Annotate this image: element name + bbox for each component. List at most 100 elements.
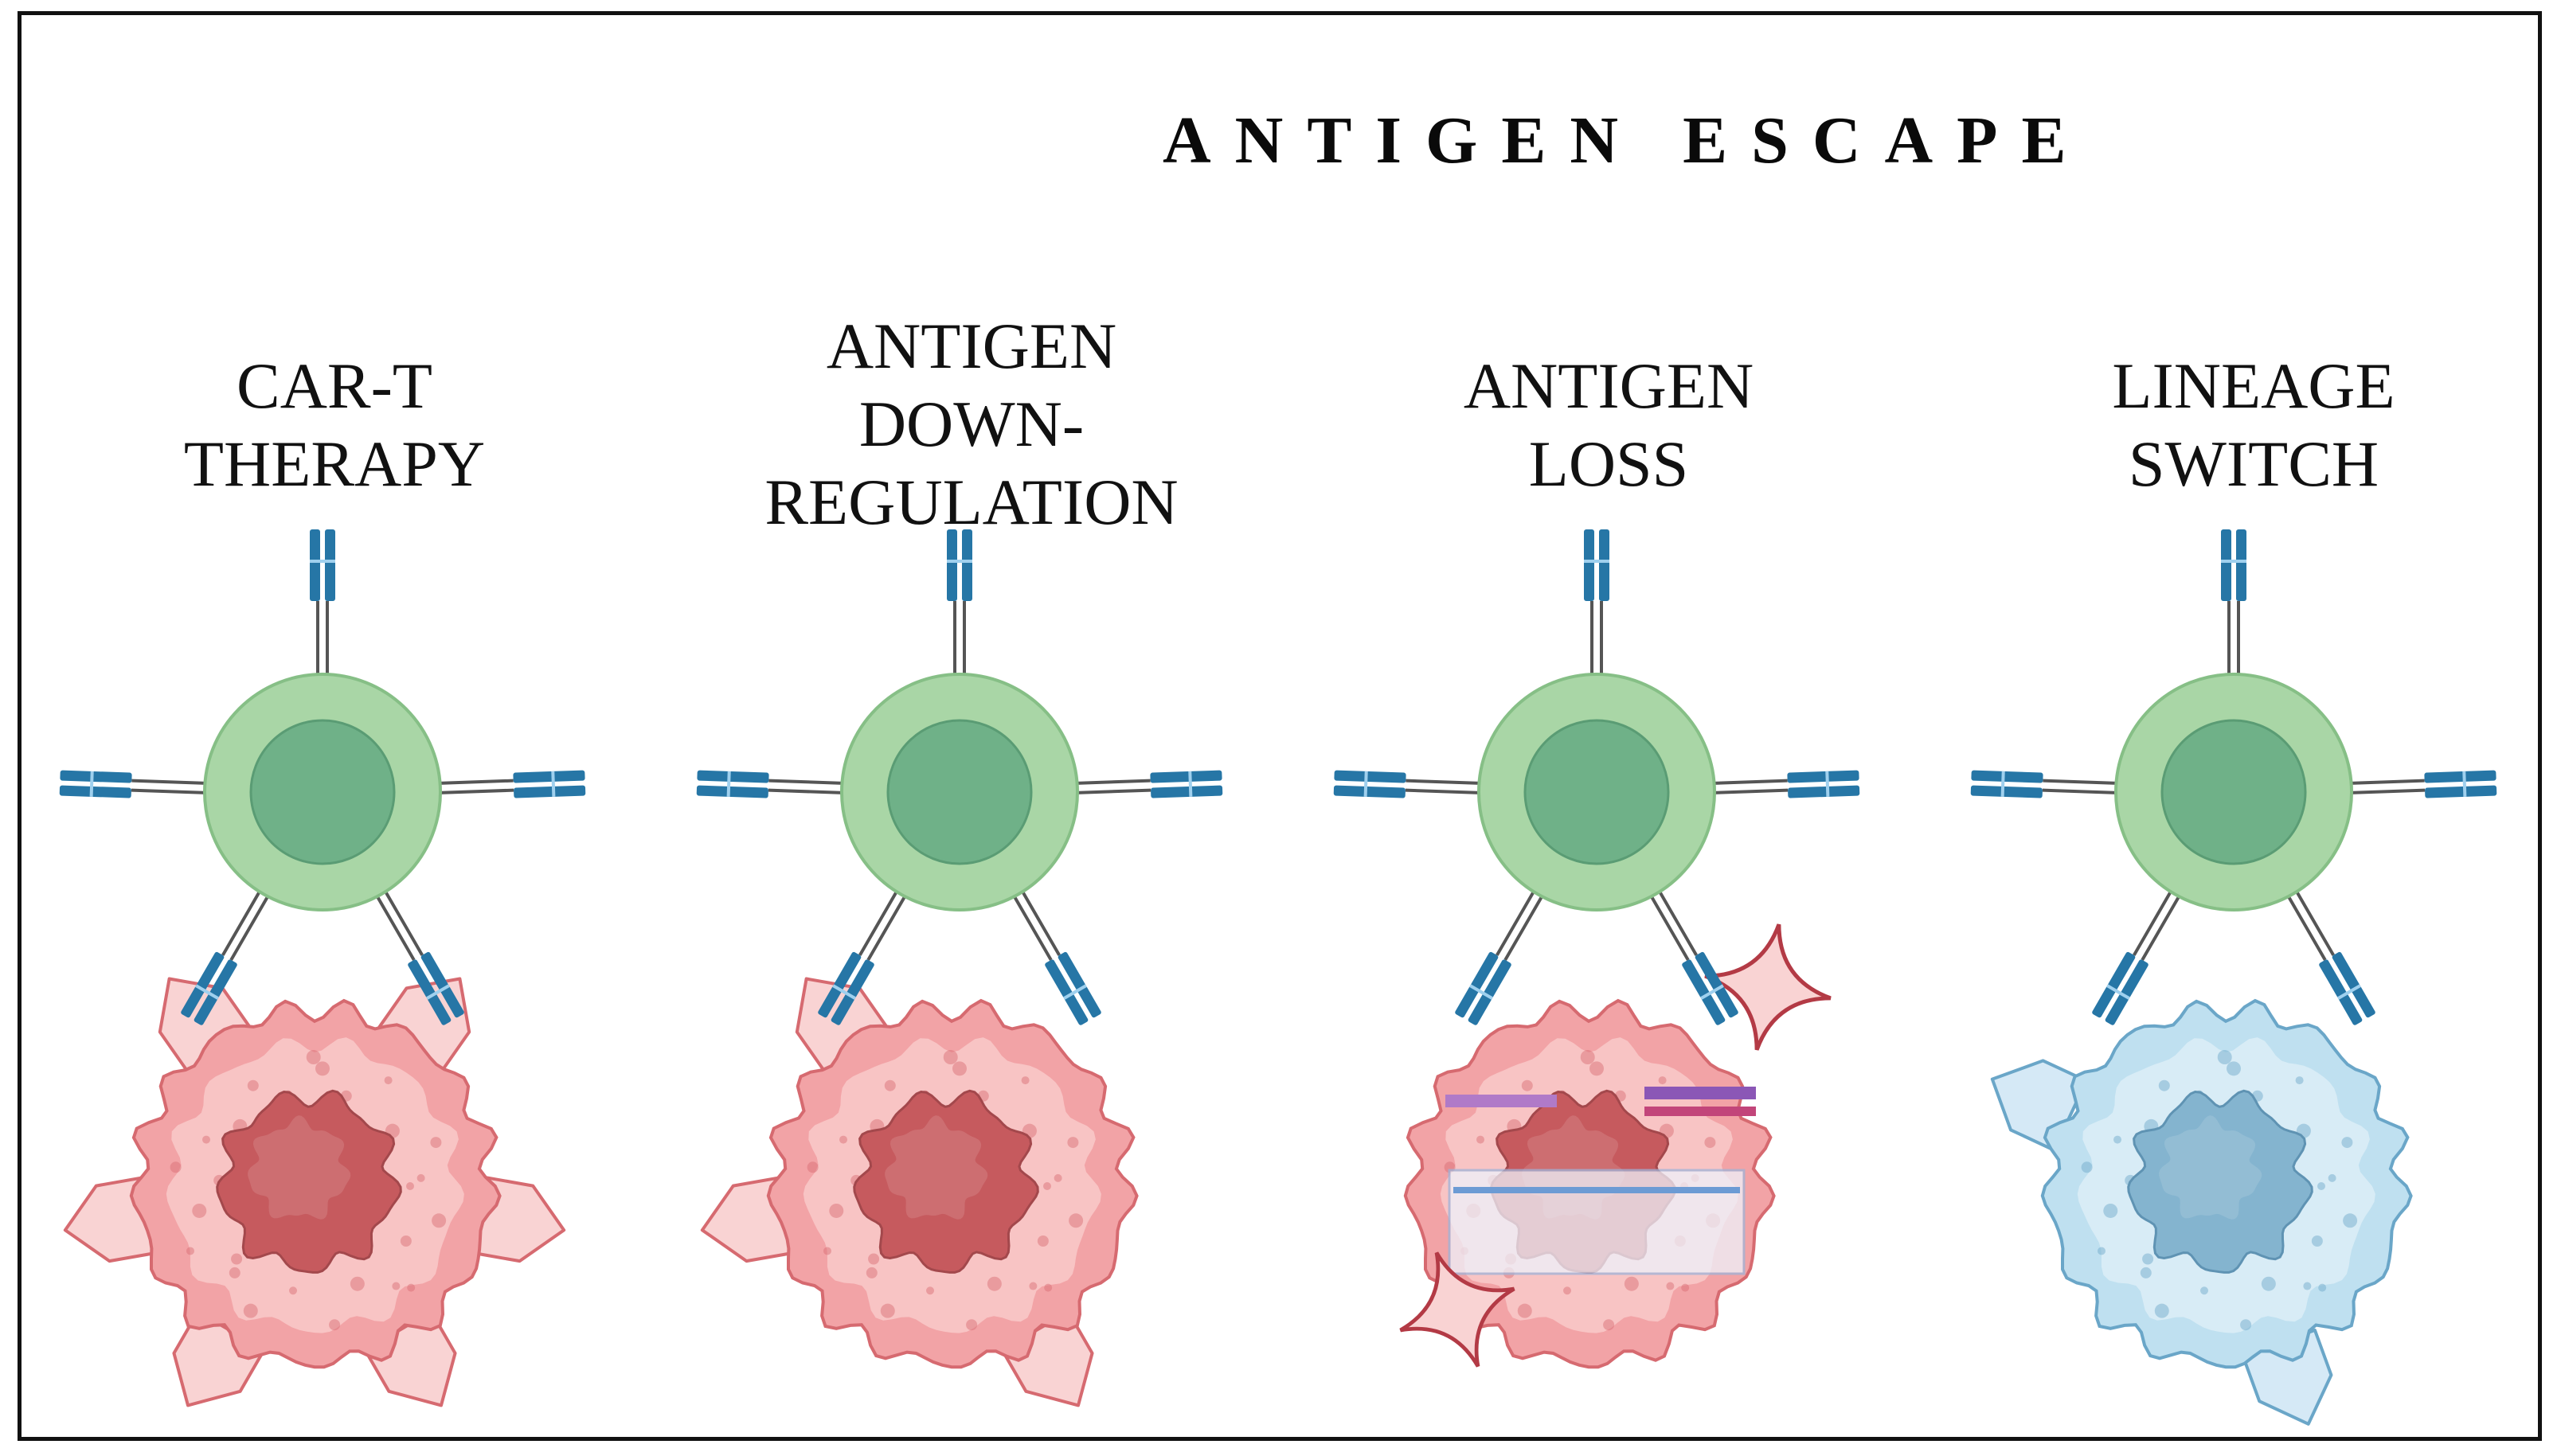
car-receptor <box>947 529 972 681</box>
t-cell-nucleus <box>249 719 396 865</box>
car-receptor <box>373 885 464 1025</box>
receptor-head <box>181 951 225 1018</box>
tumor-granule <box>202 1135 211 1144</box>
panel-title-line: REGULATION <box>764 466 1179 538</box>
tumor-granule <box>2154 1303 2169 1318</box>
receptor-band <box>1363 771 1368 797</box>
panel-title-line: LINEAGE <box>2112 349 2395 422</box>
tumor-nucleus <box>216 1089 402 1274</box>
lost-antigen-star <box>1399 1251 1515 1368</box>
receptor-band <box>1188 771 1193 797</box>
car-receptor <box>1584 529 1609 681</box>
receptor-stalk <box>381 885 424 956</box>
tumor-granule <box>1704 1137 1716 1149</box>
receptor-head <box>194 959 237 1025</box>
car-receptor <box>1707 770 1860 798</box>
receptor-head <box>2092 951 2136 1018</box>
panel-title-antigen-loss: ANTIGEN LOSS <box>1370 347 1847 503</box>
receptor-band <box>1825 771 1830 797</box>
receptor-head <box>1333 785 1406 798</box>
receptor-head <box>1334 770 1406 783</box>
tumor-granule <box>192 1203 207 1218</box>
receptor-band <box>195 984 219 1000</box>
receptor-head <box>1787 770 1859 783</box>
tumor-granule <box>2261 1276 2276 1291</box>
tumor-granule <box>1624 1276 1639 1291</box>
receptor-head <box>2236 529 2246 601</box>
receptor-head <box>2332 951 2375 1018</box>
tumor-granule <box>880 1303 895 1318</box>
receptor-band <box>2337 984 2361 1000</box>
tumor-granule <box>384 1076 393 1085</box>
car-receptor <box>181 885 272 1025</box>
receptor-head <box>818 951 862 1018</box>
receptor-stalk <box>1496 885 1539 956</box>
tumor-granule <box>416 1173 425 1182</box>
receptor-head <box>1970 785 2043 798</box>
tumor-granule <box>170 1161 182 1173</box>
gene-track <box>1445 1095 1557 1107</box>
tumor-granule <box>1603 1319 1615 1331</box>
nucleus-highlight <box>885 1115 988 1220</box>
receptor-head <box>1695 951 1738 1018</box>
panel-antigen-down-regulation <box>696 529 1223 1407</box>
tumor-granule <box>1021 1076 1030 1085</box>
receptor-head <box>2105 959 2149 1025</box>
tumor-granule <box>289 1286 298 1295</box>
tumor-granule <box>966 1319 978 1331</box>
t-cell-nucleus <box>886 719 1033 865</box>
tumor-granule <box>432 1213 447 1228</box>
car-receptor <box>1970 770 2123 798</box>
tumor-granule <box>987 1276 1002 1291</box>
receptor-stalk <box>131 779 212 786</box>
tumor-granule <box>2226 1061 2241 1076</box>
tumor-granule <box>1044 1283 1053 1292</box>
car-receptor <box>1455 885 1546 1025</box>
receptor-head <box>325 529 335 601</box>
receptor-head <box>1455 951 1499 1018</box>
tumor-granule <box>2317 1182 2325 1190</box>
receptor-stalk <box>2345 788 2426 795</box>
receptor-stalk <box>1010 890 1053 961</box>
tumor-granule <box>823 1247 831 1255</box>
receptor-stalk <box>1406 779 1486 786</box>
panel-title-line: CAR-T <box>237 349 432 422</box>
panel-title-line: ANTIGEN <box>826 310 1117 382</box>
receptor-head <box>1971 770 2043 783</box>
car-receptor <box>1010 885 1101 1025</box>
gene-track <box>1644 1107 1756 1116</box>
panel-title-line: ANTIGEN <box>1463 349 1754 422</box>
nucleus-highlight <box>248 1115 351 1220</box>
tumor-granule <box>2140 1267 2152 1278</box>
tumor-granule <box>406 1182 414 1190</box>
tumor-granule <box>1666 1282 1675 1290</box>
receptor-stalk <box>434 788 514 795</box>
receptor-head <box>697 770 769 783</box>
receptor-stalk <box>229 890 272 961</box>
tumor-granule <box>350 1276 365 1291</box>
tumor-granule <box>943 1050 958 1065</box>
receptor-head <box>1151 785 1223 798</box>
tumor-granule <box>807 1161 819 1173</box>
tumor-granule <box>2341 1137 2353 1149</box>
receptor-stalk <box>1708 788 1789 795</box>
tumor-granule <box>247 1079 259 1091</box>
star-shape <box>1399 1251 1515 1368</box>
car-receptor <box>1333 770 1486 798</box>
tumor-granule <box>866 1267 878 1278</box>
tumor-granule <box>1476 1135 1485 1144</box>
car-receptor <box>818 885 909 1025</box>
tumor-granule <box>1054 1173 1062 1182</box>
tumor-granule <box>229 1267 240 1278</box>
tumor-nucleus <box>2127 1089 2313 1274</box>
receptor-head <box>513 770 585 783</box>
receptor-stalk <box>1071 788 1151 795</box>
receptor-stalk <box>2344 779 2425 786</box>
tumor-granule <box>2303 1282 2312 1290</box>
car-receptor <box>59 770 212 798</box>
tumor-granule <box>2142 1253 2154 1265</box>
tumor-granule <box>2318 1283 2327 1292</box>
receptor-head <box>1045 959 1089 1025</box>
car-receptor <box>1647 885 1738 1025</box>
receptor-stalk <box>2141 890 2184 961</box>
